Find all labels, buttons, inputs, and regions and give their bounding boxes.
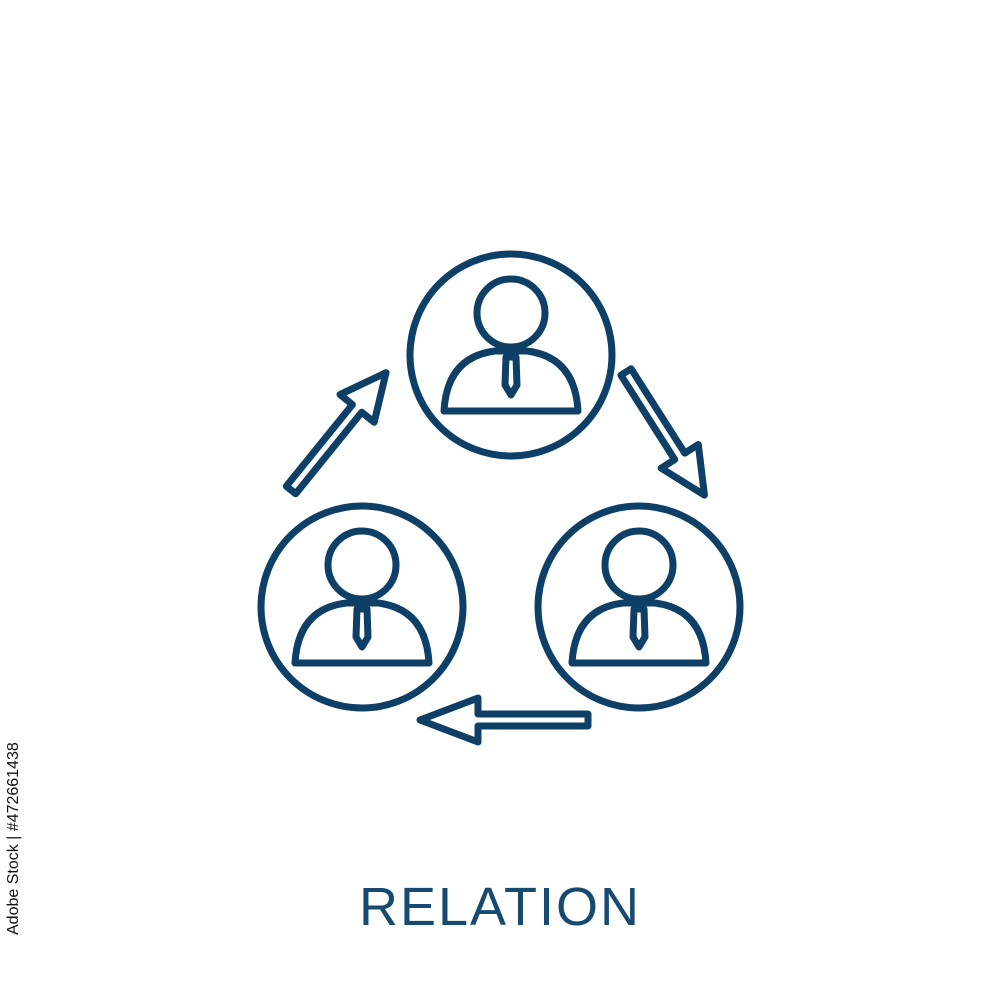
person-bottom-left-tie-icon xyxy=(352,605,372,651)
arrow-left-to-top-icon xyxy=(282,369,390,498)
arrow-right-to-left-icon xyxy=(416,694,592,746)
person-bottom-right-tie-icon xyxy=(629,605,649,651)
person-top-tie-icon xyxy=(501,353,521,399)
person-bottom-right-head-icon xyxy=(601,527,677,603)
person-bottom-left-body-icon xyxy=(291,599,433,667)
person-bottom-left-circle xyxy=(257,502,467,712)
person-bottom-right xyxy=(534,502,744,712)
arrow-top-to-right-icon xyxy=(617,365,708,499)
stock-id-label: Adobe Stock | #472661438 xyxy=(5,742,22,935)
person-top-circle xyxy=(406,250,616,460)
person-bottom-right-circle xyxy=(534,502,744,712)
person-top-head-icon xyxy=(473,275,549,351)
person-bottom-right-body-icon xyxy=(568,599,710,667)
person-bottom-left-head-icon xyxy=(324,527,400,603)
person-bottom-left xyxy=(257,502,467,712)
person-top xyxy=(406,250,616,460)
icon-caption: RELATION xyxy=(358,877,642,937)
person-top-body-icon xyxy=(440,347,582,415)
